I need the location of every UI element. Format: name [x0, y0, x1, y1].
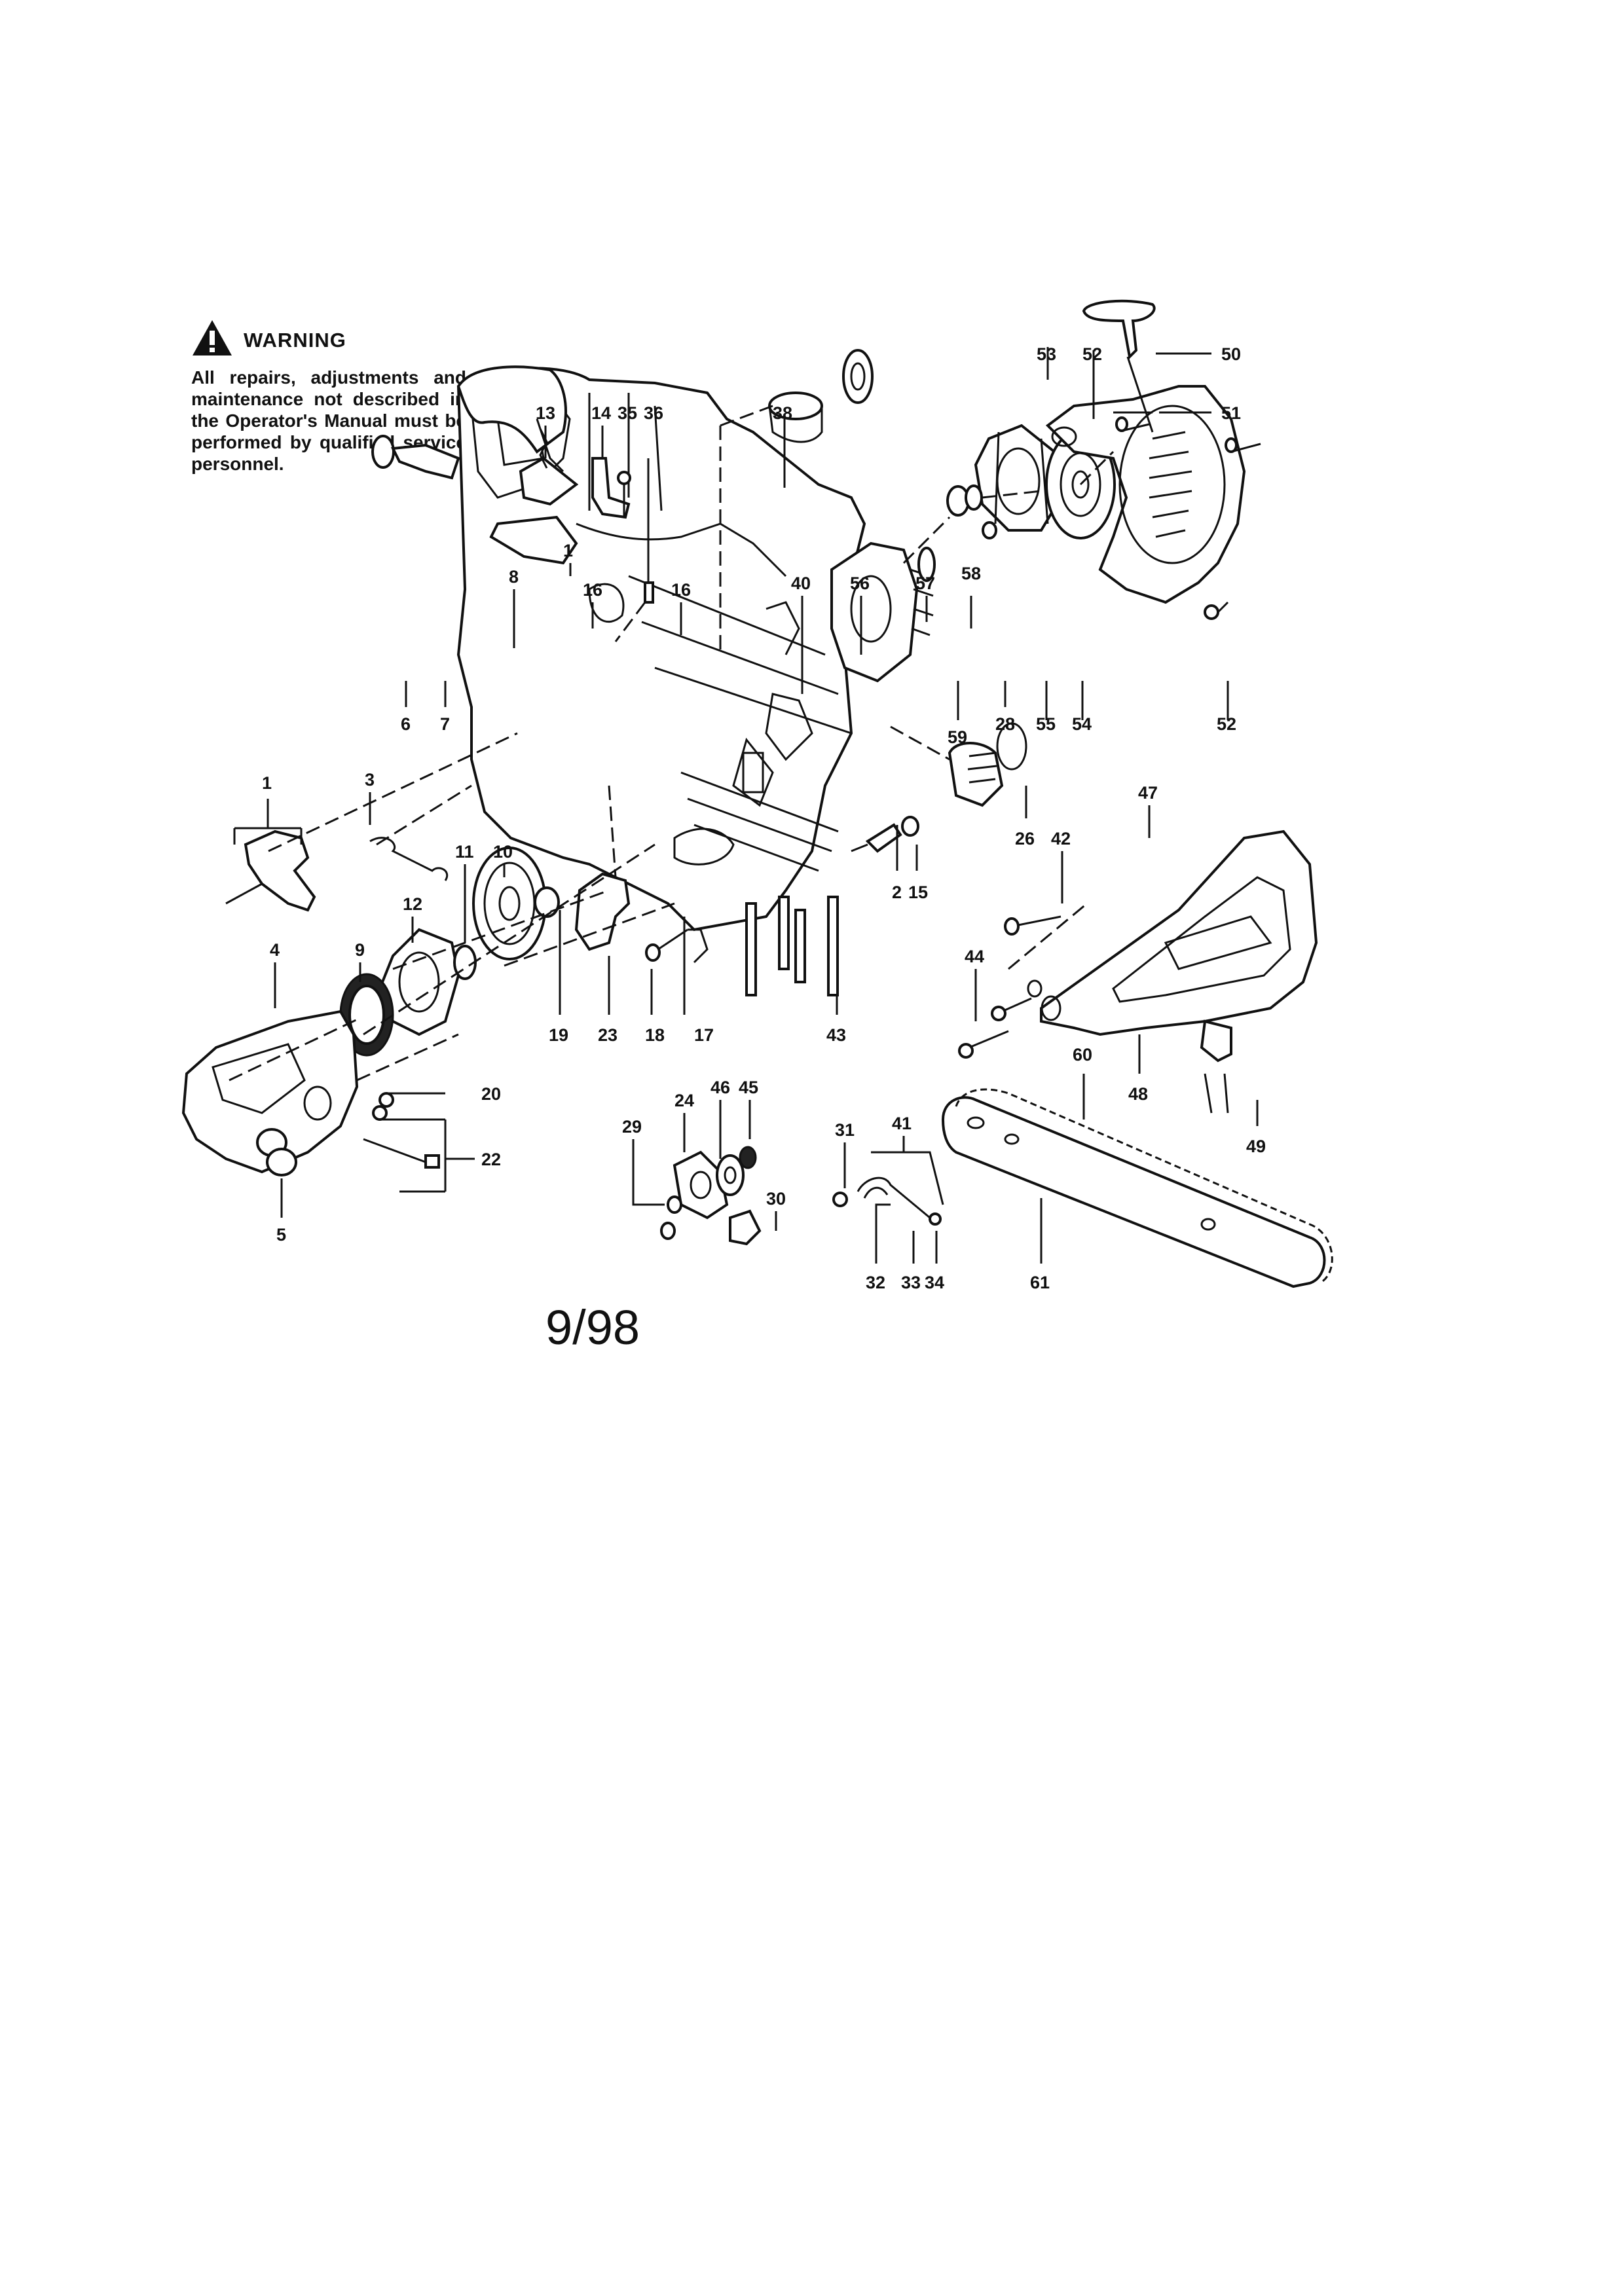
saw-chain-part — [955, 1088, 1333, 1285]
carburetor-part — [948, 722, 1027, 807]
callout-51: 51 — [1221, 403, 1241, 423]
callout-20: 20 — [481, 1084, 501, 1104]
callout-43: 43 — [826, 1025, 846, 1045]
engine-housing — [456, 367, 866, 932]
screw-part — [363, 1092, 440, 1169]
callout-40: 40 — [791, 574, 811, 593]
callout-52: 52 — [1217, 714, 1236, 734]
callout-52: 52 — [1082, 344, 1102, 364]
warning-title: WARNING — [244, 329, 346, 352]
callout-58: 58 — [961, 564, 981, 583]
starter-handle-part — [1082, 299, 1156, 433]
callout-45: 45 — [739, 1078, 758, 1097]
callout-48: 48 — [1128, 1084, 1148, 1104]
callout-50: 50 — [1221, 344, 1241, 364]
callout-47: 47 — [1138, 783, 1158, 803]
callout-41: 41 — [892, 1114, 912, 1133]
callout-54: 54 — [1072, 714, 1092, 734]
washer-part — [534, 886, 560, 918]
callout-26: 26 — [1015, 829, 1035, 848]
callout-labels: 1 1 2 3 4 5 6 7 8 9 10 11 12 13 14 15 16… — [262, 344, 1266, 1292]
leader-lines — [233, 347, 1259, 1264]
throttle-cable-part — [644, 458, 654, 604]
warning-icon — [193, 320, 232, 355]
callout-42: 42 — [1051, 829, 1071, 848]
revision-date: 9/98 — [545, 1300, 640, 1355]
starter-housing-part — [1045, 385, 1246, 604]
callout-34: 34 — [925, 1273, 944, 1292]
callout-31: 31 — [835, 1120, 855, 1140]
callout-19: 19 — [549, 1025, 568, 1045]
callout-36: 36 — [644, 403, 663, 423]
callout-33: 33 — [901, 1273, 921, 1292]
screw-part — [1115, 416, 1261, 620]
callout-29: 29 — [622, 1117, 642, 1137]
callout-44: 44 — [965, 947, 984, 966]
callout-8: 8 — [509, 567, 519, 587]
callout-14: 14 — [591, 403, 611, 423]
callout-35: 35 — [618, 403, 637, 423]
callout-59: 59 — [948, 727, 967, 747]
callout-10: 10 — [493, 842, 513, 862]
callout-53: 53 — [1037, 344, 1056, 364]
callout-18: 18 — [645, 1025, 665, 1045]
callout-17: 17 — [694, 1025, 714, 1045]
screw-part — [958, 915, 1229, 1114]
callout-5: 5 — [276, 1225, 286, 1245]
cable-clip-part — [591, 457, 631, 519]
flywheel-part — [974, 424, 1063, 532]
guide-bar-part — [941, 1096, 1326, 1288]
callout-6: 6 — [401, 714, 411, 734]
bar-plate-part — [574, 872, 631, 951]
nut-part — [946, 484, 983, 517]
callout-1: 1 — [262, 773, 272, 793]
callout-15: 15 — [908, 883, 928, 902]
oil-cap-part — [768, 349, 874, 443]
callout-9: 9 — [355, 940, 365, 960]
screw-part — [617, 471, 631, 517]
oil-line-part — [832, 1176, 942, 1226]
spark-plug-part — [851, 816, 919, 853]
callout-3: 3 — [365, 770, 375, 790]
callout-1: 1 — [563, 541, 573, 560]
callout-16: 16 — [583, 580, 602, 600]
oil-pump-part — [660, 1146, 762, 1246]
assembly-lines — [229, 405, 1115, 1082]
callout-12: 12 — [403, 894, 422, 914]
throttle-trigger-part — [371, 435, 460, 480]
callout-60: 60 — [1073, 1045, 1092, 1065]
handle-part — [456, 365, 567, 454]
callout-46: 46 — [710, 1078, 730, 1097]
bolt-part — [645, 896, 839, 996]
callout-4: 4 — [270, 940, 280, 960]
callout-22: 22 — [481, 1150, 501, 1169]
chain-brake-lever-part — [225, 829, 316, 912]
bar-cover-part — [1027, 829, 1318, 1063]
callout-24: 24 — [674, 1091, 694, 1110]
callout-57: 57 — [915, 574, 935, 593]
cylinder-part — [766, 541, 934, 683]
clutch-cover-part — [181, 1010, 359, 1176]
washer-part — [982, 521, 997, 539]
callout-2: 2 — [892, 883, 902, 902]
throttle-lockout-part — [489, 418, 579, 565]
callout-30: 30 — [766, 1189, 786, 1209]
callout-23: 23 — [598, 1025, 618, 1045]
callout-61: 61 — [1030, 1273, 1050, 1292]
callout-38: 38 — [773, 403, 792, 423]
callout-32: 32 — [866, 1273, 885, 1292]
callout-13: 13 — [536, 403, 555, 423]
callout-55: 55 — [1036, 714, 1056, 734]
callout-16: 16 — [671, 580, 691, 600]
callout-11: 11 — [455, 842, 474, 862]
spring-part — [369, 837, 448, 881]
callout-56: 56 — [850, 574, 870, 593]
callout-49: 49 — [1246, 1137, 1266, 1156]
callout-7: 7 — [440, 714, 450, 734]
gasket-part — [917, 547, 936, 582]
callout-28: 28 — [995, 714, 1015, 734]
